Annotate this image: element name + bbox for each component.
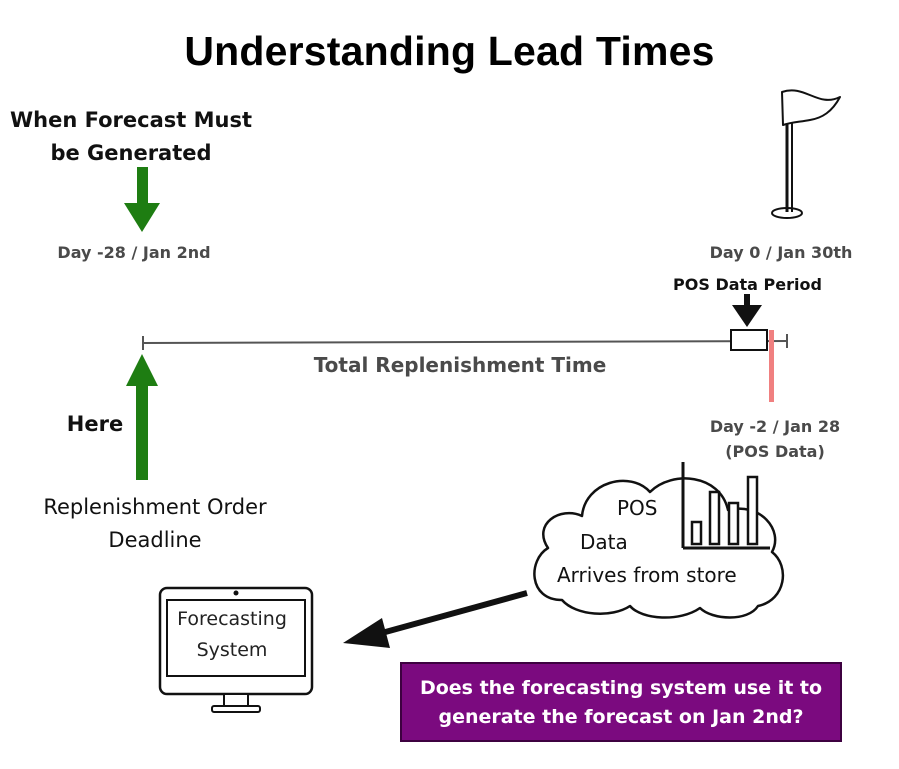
question-callout: Does the forecasting system use it to ge… xyxy=(400,662,842,742)
timeline xyxy=(142,334,788,350)
green-down-arrow xyxy=(124,167,160,232)
total-replenishment-label: Total Replenishment Time xyxy=(313,353,607,377)
green-up-arrow xyxy=(126,354,158,480)
day-minus2-label: Day -2 / Jan 28 (POS Data) xyxy=(690,414,860,464)
day-left-label: Day -28 / Jan 2nd xyxy=(57,243,211,262)
forecast-deadline-label: When Forecast Must be Generated xyxy=(0,104,262,170)
question-line2: generate the forecast on Jan 2nd? xyxy=(438,706,804,728)
pos-data-marker xyxy=(769,330,774,402)
monitor-icon xyxy=(158,586,314,713)
day-right-label: Day 0 / Jan 30th xyxy=(709,243,853,262)
page-title: Understanding Lead Times xyxy=(184,28,715,74)
data-flow-arrow xyxy=(343,590,528,648)
pos-period-arrow xyxy=(732,294,762,327)
monitor-text-line1: Forecasting xyxy=(177,608,287,630)
forecast-deadline-line1: When Forecast Must xyxy=(10,108,252,132)
cloud-text-line2: Data xyxy=(580,530,628,554)
forecast-deadline-line2: be Generated xyxy=(50,141,212,165)
here-label: Here xyxy=(66,412,124,436)
day-minus2-line2: (POS Data) xyxy=(725,442,825,461)
pos-data-period-label: POS Data Period xyxy=(673,275,822,294)
pos-data-period-box xyxy=(730,329,768,351)
question-line1: Does the forecasting system use it to xyxy=(419,677,823,699)
flag-icon xyxy=(771,89,841,219)
cloud-text-line3: Arrives from store xyxy=(557,563,737,587)
replenishment-order-line1: Replenishment Order xyxy=(43,495,267,519)
day-minus2-line1: Day -2 / Jan 28 xyxy=(709,417,841,436)
monitor-text-line2: System xyxy=(196,639,268,661)
monitor-screen-text: Forecasting System xyxy=(167,604,297,666)
replenishment-order-line2: Deadline xyxy=(108,528,202,552)
bar-chart-icon xyxy=(681,462,770,550)
cloud-text-line1: POS xyxy=(617,496,658,520)
replenishment-order-label: Replenishment Order Deadline xyxy=(20,491,290,557)
